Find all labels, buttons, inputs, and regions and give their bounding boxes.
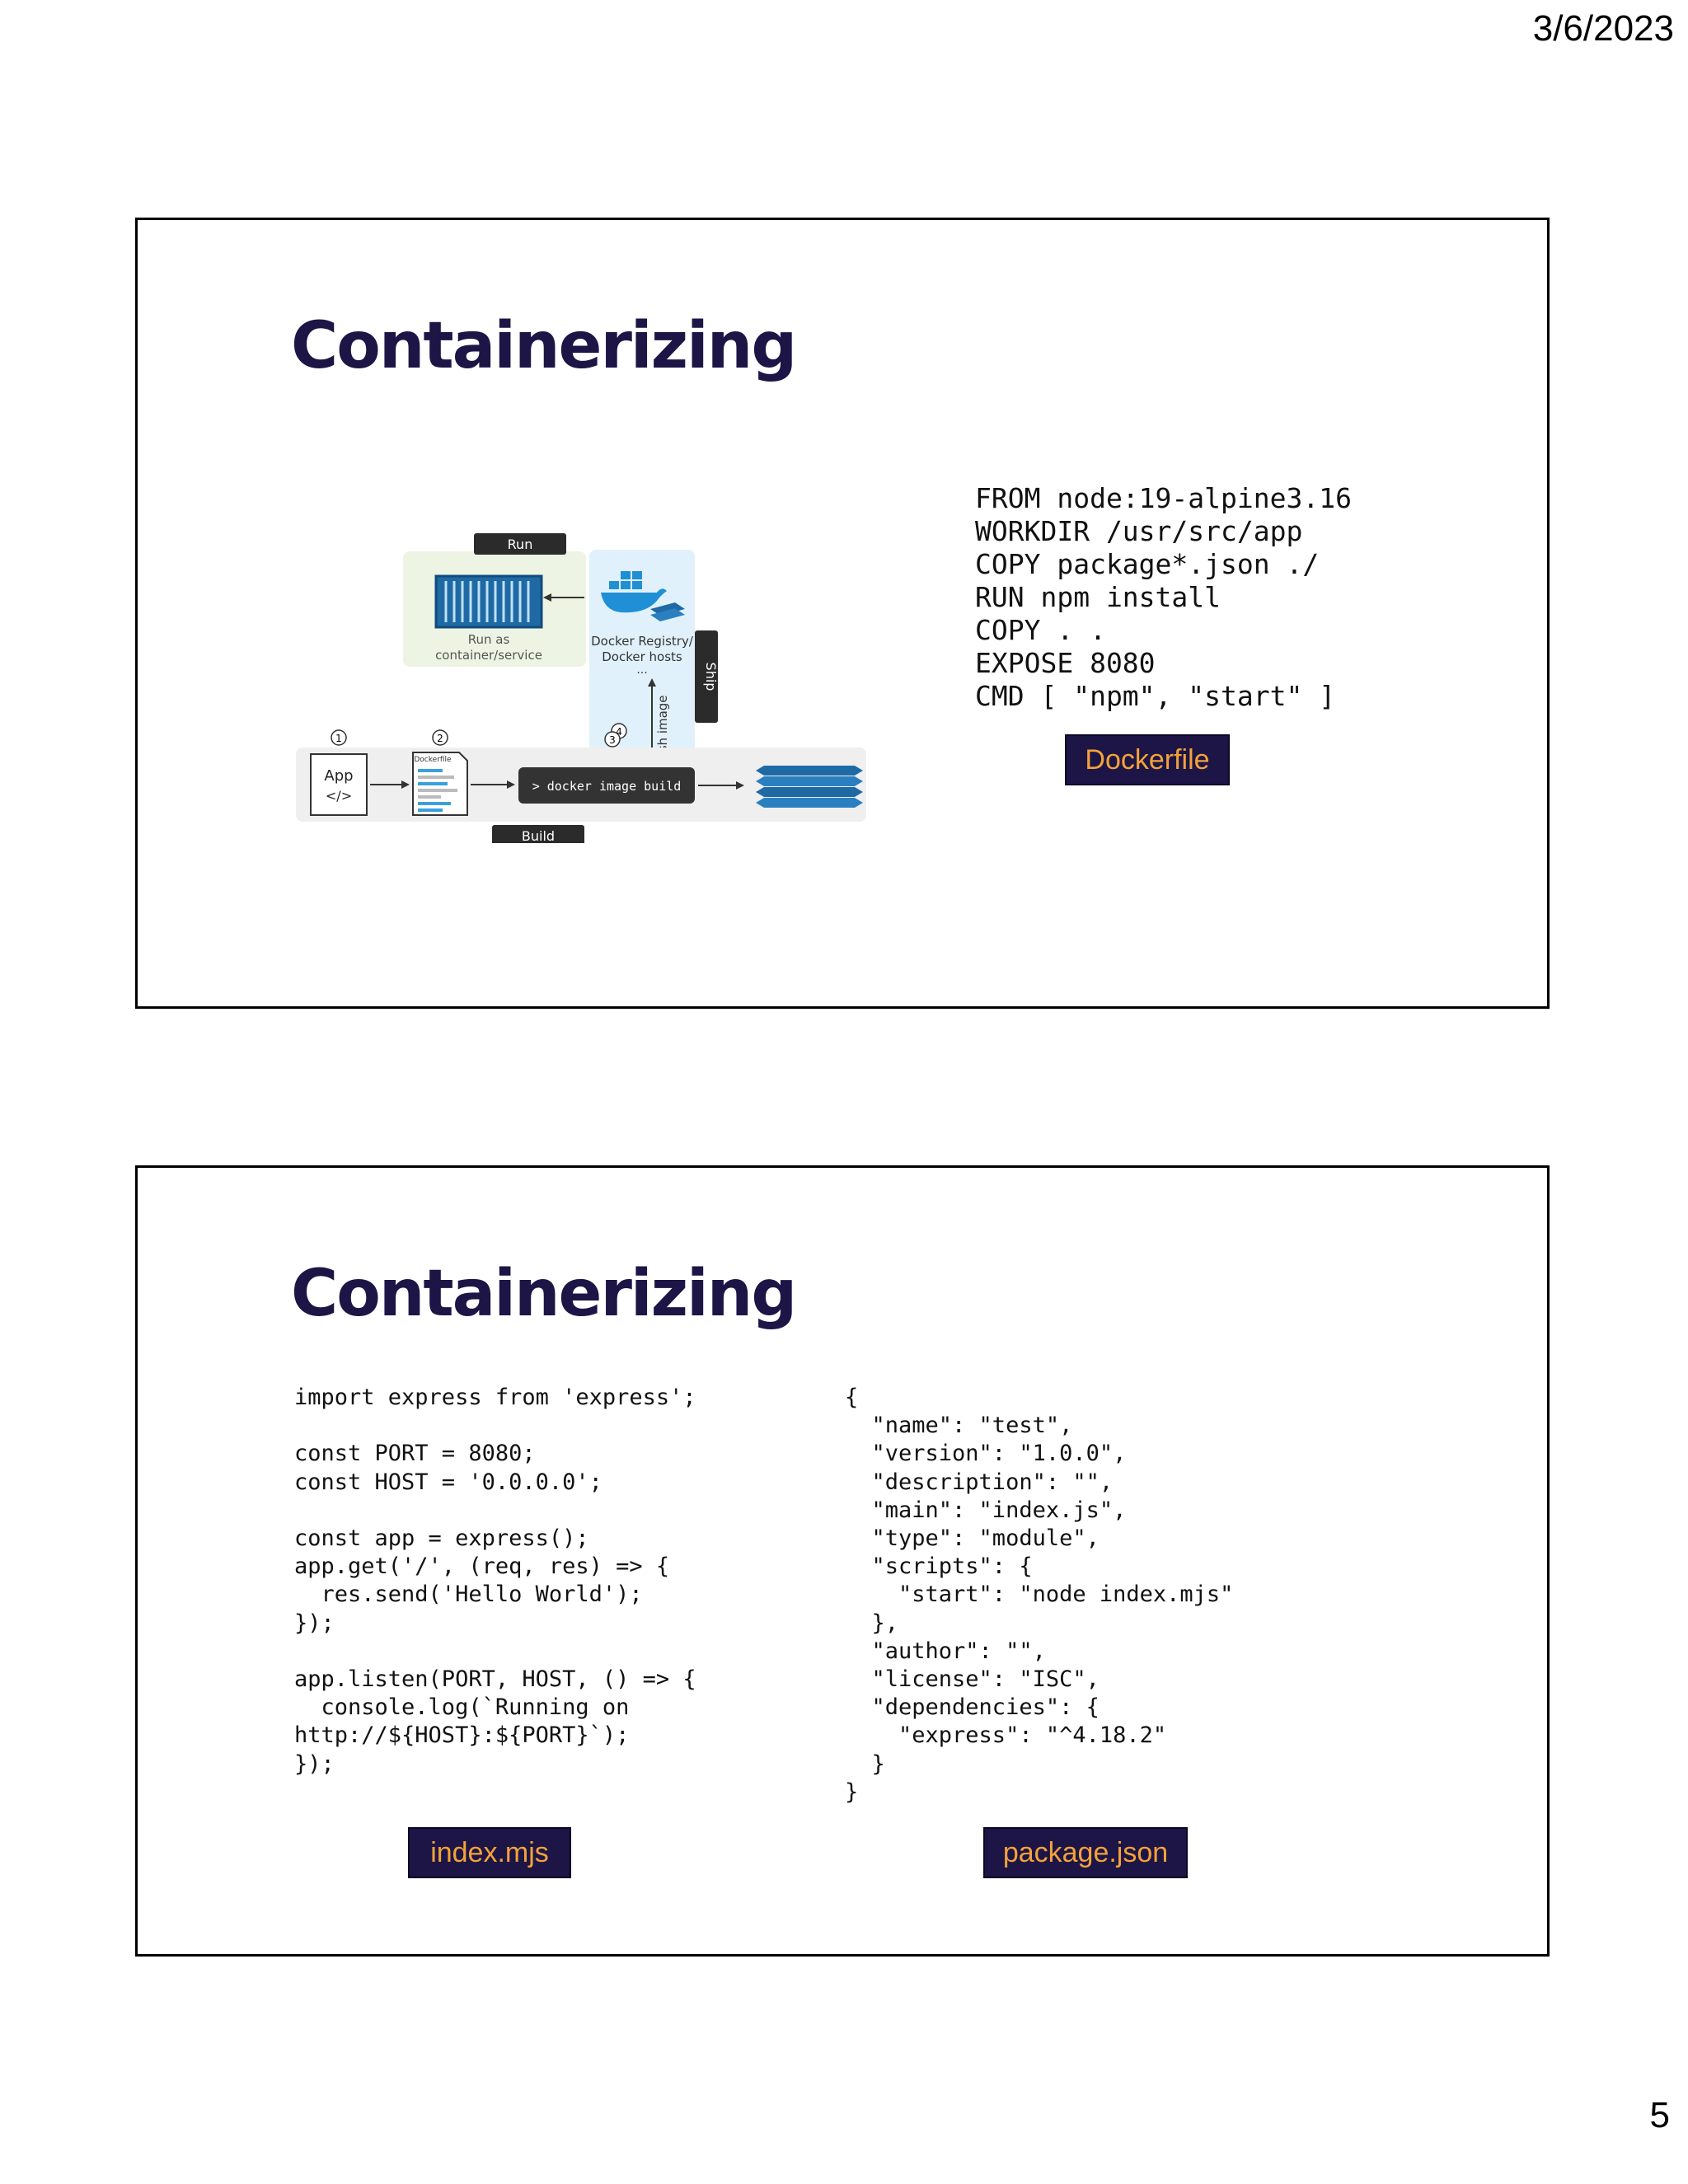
package-json-label: package.json: [983, 1827, 1188, 1878]
dockerfile-line: [418, 795, 441, 799]
slide-1: Containerizing Run Run as container/serv…: [135, 218, 1550, 1009]
registry-ellipsis: ...: [636, 663, 647, 677]
image-layer-icon: [756, 798, 863, 808]
index-mjs-label: index.mjs: [408, 1827, 571, 1878]
dockerfile-line: [418, 808, 443, 812]
registry-layers-icon: [650, 602, 685, 621]
container-icon: [434, 574, 543, 629]
page-date: 3/6/2023: [1532, 8, 1674, 49]
dockerfile-line: [418, 776, 454, 779]
app-box: [310, 753, 368, 816]
arrow-head-icon: [648, 678, 656, 687]
run-as-label-line2: container/service: [435, 648, 542, 663]
ship-badge-label: Ship: [703, 663, 719, 691]
registry-label-line1: Docker Registry/: [591, 634, 694, 649]
dockerfile-line: [418, 789, 457, 792]
image-layer-icon: [756, 776, 863, 786]
dockerfile-label: Dockerfile: [1065, 734, 1230, 785]
step-3-icon: [604, 731, 621, 748]
step-2-label: 2: [437, 733, 443, 744]
build-command-box: [518, 767, 695, 804]
app-label: App: [324, 767, 353, 785]
step-2-icon: [432, 729, 448, 746]
dockerfile-icon-label: Dockerfile: [414, 756, 452, 764]
step-1-label: 1: [335, 733, 342, 744]
arrow-head-icon: [736, 781, 744, 790]
dockerfile-code: FROM node:19-alpine3.16 WORKDIR /usr/src…: [975, 482, 1352, 712]
ship-badge: [695, 630, 718, 723]
image-layer-icon: [756, 766, 863, 776]
build-badge-label: Build: [522, 828, 555, 843]
page-number: 5: [1649, 2095, 1670, 2135]
slide-title: Containerizing: [291, 1257, 797, 1331]
dockerfile-line: [418, 802, 451, 805]
image-layer-icon: [756, 787, 863, 797]
step-4-label: 4: [616, 726, 622, 738]
step-3-label: 3: [609, 734, 616, 746]
index-mjs-code: import express from 'express'; const POR…: [294, 1385, 696, 1777]
build-badge: [492, 825, 584, 843]
registry-label-line2: Docker hosts: [602, 649, 682, 664]
slide-2: Containerizing import express from 'expr…: [135, 1165, 1550, 1957]
run-badge-label: Run: [508, 537, 533, 552]
docker-workflow-diagram: Run Run as container/service 5: [296, 533, 866, 843]
package-json-code: { "name": "test", "version": "1.0.0", "d…: [845, 1385, 1234, 1805]
dockerfile-line: [418, 769, 443, 772]
slide-title: Containerizing: [291, 309, 797, 383]
build-command-label: > docker image build: [532, 779, 682, 794]
run-badge: [474, 533, 566, 555]
docker-whale-icon: [601, 571, 667, 613]
arrow-head-icon: [543, 593, 551, 602]
app-code-icon: </>: [326, 788, 352, 804]
run-as-label-line1: Run as: [468, 632, 510, 647]
arrow-head-icon: [507, 780, 515, 789]
dockerfile-line: [418, 782, 448, 785]
arrow-head-icon: [401, 780, 410, 789]
step-1-icon: [331, 729, 347, 746]
